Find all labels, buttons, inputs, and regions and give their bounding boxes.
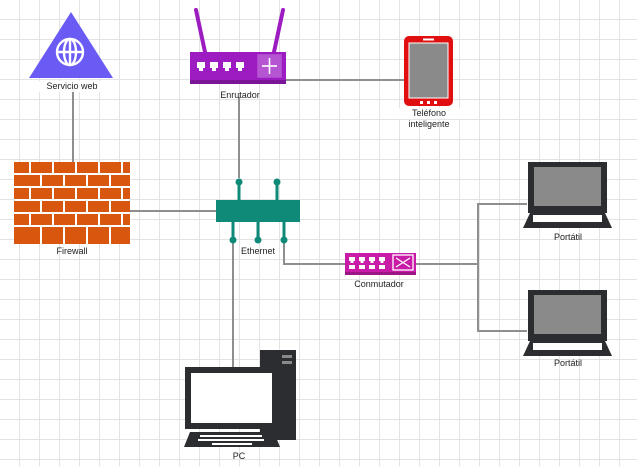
ethernet-port-dot <box>229 236 237 244</box>
laptop-keyboard <box>533 215 602 222</box>
edge-ethernet-switch <box>283 242 345 265</box>
laptop-keyboard <box>533 343 602 350</box>
pc-node[interactable] <box>184 350 296 447</box>
router-base <box>190 80 286 84</box>
router-arrows-icon <box>262 58 277 74</box>
web-service-label: Servicio web <box>36 81 108 92</box>
edge-switch-laptop-top <box>477 203 527 264</box>
laptop-top-node[interactable] <box>523 162 612 228</box>
router-antennas <box>194 8 285 54</box>
ethernet-hub-icon <box>216 200 300 222</box>
firewall-label: Firewall <box>56 246 88 256</box>
firewall-node[interactable] <box>14 162 130 244</box>
smartphone-icon <box>420 101 437 104</box>
ethernet-label: Ethernet <box>240 246 276 256</box>
switch-label: Conmutador <box>354 279 404 289</box>
pc-screen <box>191 373 272 423</box>
laptop-screen <box>534 295 601 334</box>
switch-icon <box>349 257 385 269</box>
switch-base <box>345 272 416 275</box>
ethernet-port-dot <box>254 236 262 244</box>
pc-label: PC <box>232 451 246 461</box>
smartphone-label-line2: inteligente <box>408 119 450 129</box>
smartphone-screen <box>408 42 449 99</box>
ethernet-port-dot <box>235 178 243 186</box>
connections <box>72 79 527 370</box>
ethernet-node[interactable] <box>216 178 300 244</box>
switch-panel <box>392 254 414 271</box>
smartphone-node[interactable] <box>404 36 453 106</box>
router-node[interactable] <box>190 8 286 84</box>
laptop-bottom-label: Portátil <box>553 358 582 368</box>
brick-mortar-lines <box>14 162 130 244</box>
router-icon <box>197 62 244 71</box>
globe-icon <box>55 37 85 67</box>
laptop-top-label: Portátil <box>553 232 582 242</box>
ethernet-port-dot <box>280 236 288 244</box>
smartphone-speaker <box>423 38 434 41</box>
laptop-bottom-node[interactable] <box>523 290 612 356</box>
web-service-node[interactable] <box>29 12 113 78</box>
pc-tower-slot <box>282 361 292 364</box>
smartphone-label-line1: Teléfono <box>393 108 465 119</box>
switch-cross-arrows-icon <box>395 257 411 268</box>
router-label: Enrutador <box>220 90 260 100</box>
ethernet-port-dot <box>273 178 281 186</box>
edge-switch-laptop-bottom <box>477 264 527 332</box>
pc-tower-slot <box>282 355 292 358</box>
switch-node[interactable] <box>345 253 416 275</box>
ethernet-ports-top <box>237 182 279 200</box>
laptop-screen <box>534 167 601 206</box>
pc-keyboard-keys <box>198 435 264 445</box>
